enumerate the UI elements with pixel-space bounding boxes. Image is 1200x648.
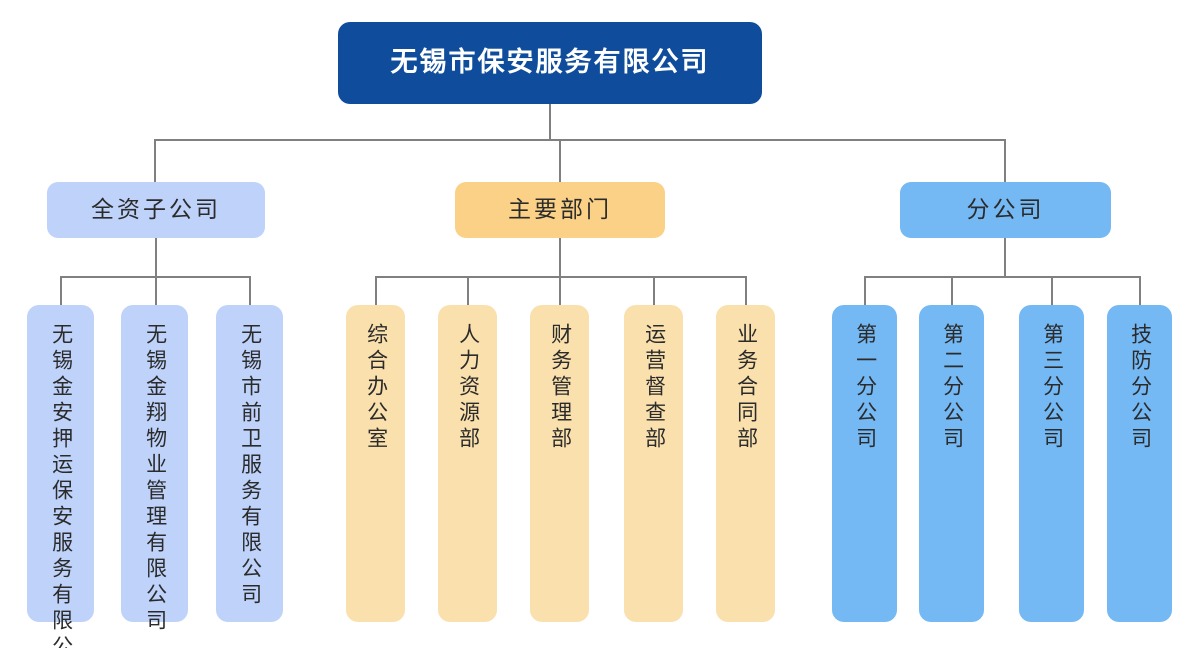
connector-stem-group-2 [1004, 238, 1006, 277]
node-group-header-branches-label: 分公司 [966, 196, 1045, 223]
node-leaf-department-5[interactable]: 业务合同部 [716, 305, 775, 622]
node-leaf-branch-3[interactable]: 第三分公司 [1019, 305, 1084, 622]
node-leaf-branch-3-label: 第三分公司 [1040, 323, 1064, 453]
node-leaf-branch-1-label: 第一分公司 [853, 323, 877, 453]
node-leaf-subsidiary-2[interactable]: 无锡金翔物业管理有限公司 [121, 305, 188, 635]
node-group-header-subsidiaries-label: 全资子公司 [91, 196, 221, 223]
connector-drop-g2-c1 [951, 276, 953, 305]
node-leaf-department-2[interactable]: 人力资源部 [438, 305, 497, 622]
connector-drop-g1-c1 [467, 276, 469, 305]
node-leaf-branch-2[interactable]: 第二分公司 [919, 305, 984, 622]
node-leaf-subsidiary-1-label: 无锡金安押运保安服务有限公司 [49, 323, 73, 648]
connector-main-bus [154, 139, 1006, 141]
connector-drop-g0-c1 [155, 276, 157, 305]
connector-drop-g1-c3 [653, 276, 655, 305]
node-leaf-department-5-label: 业务合同部 [734, 323, 758, 453]
connector-drop-group-1 [559, 139, 561, 182]
connector-drop-group-0 [154, 139, 156, 182]
node-leaf-subsidiary-3-label: 无锡市前卫服务有限公司 [238, 323, 262, 609]
connector-stem-group-0 [155, 238, 157, 277]
connector-drop-g1-c2 [559, 276, 561, 305]
node-leaf-department-4[interactable]: 运营督查部 [624, 305, 683, 622]
connector-drop-g1-c4 [745, 276, 747, 305]
node-group-header-subsidiaries[interactable]: 全资子公司 [47, 182, 265, 238]
connector-drop-g2-c0 [864, 276, 866, 305]
connector-drop-g2-c2 [1051, 276, 1053, 305]
connector-drop-g0-c0 [60, 276, 62, 305]
node-leaf-branch-4[interactable]: 技防分公司 [1107, 305, 1172, 622]
connector-drop-g0-c2 [249, 276, 251, 305]
node-leaf-department-4-label: 运营督查部 [642, 323, 666, 453]
node-leaf-department-1[interactable]: 综合办公室 [346, 305, 405, 622]
connector-drop-g1-c0 [375, 276, 377, 305]
node-group-header-departments-label: 主要部门 [508, 196, 612, 223]
connector-drop-group-2 [1004, 139, 1006, 182]
node-leaf-subsidiary-1[interactable]: 无锡金安押运保安服务有限公司 [27, 305, 94, 648]
node-leaf-department-2-label: 人力资源部 [456, 323, 480, 453]
node-leaf-subsidiary-3[interactable]: 无锡市前卫服务有限公司 [216, 305, 283, 622]
node-leaf-branch-2-label: 第二分公司 [940, 323, 964, 453]
node-leaf-department-3[interactable]: 财务管理部 [530, 305, 589, 622]
connector-drop-g2-c3 [1139, 276, 1141, 305]
node-leaf-branch-4-label: 技防分公司 [1128, 323, 1152, 453]
connector-root-stem [549, 104, 551, 140]
node-group-header-branches[interactable]: 分公司 [900, 182, 1111, 238]
node-root[interactable]: 无锡市保安服务有限公司 [338, 22, 762, 104]
node-leaf-department-3-label: 财务管理部 [548, 323, 572, 453]
connector-bus-group-1 [375, 276, 747, 278]
node-leaf-branch-1[interactable]: 第一分公司 [832, 305, 897, 622]
node-leaf-department-1-label: 综合办公室 [364, 323, 388, 453]
node-leaf-subsidiary-2-label: 无锡金翔物业管理有限公司 [143, 323, 167, 635]
node-group-header-departments[interactable]: 主要部门 [455, 182, 665, 238]
connector-bus-group-2 [864, 276, 1141, 278]
node-root-label: 无锡市保安服务有限公司 [390, 47, 710, 78]
connector-stem-group-1 [559, 238, 561, 277]
